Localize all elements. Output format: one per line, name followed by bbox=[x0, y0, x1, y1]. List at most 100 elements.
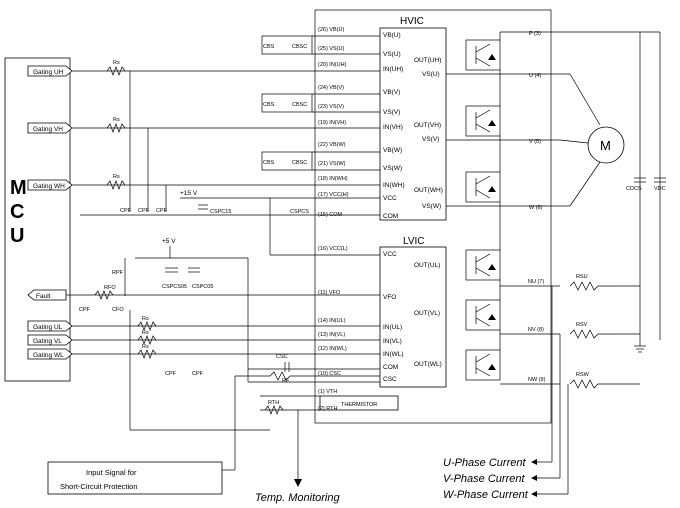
low-gate-wiring: Rs Rs Rs CPF CPF bbox=[72, 310, 380, 431]
svg-text:CBSC: CBSC bbox=[292, 102, 307, 108]
cspcs-label: CSPCS bbox=[290, 209, 309, 215]
module-right-pins: P (3) U (4) V (5) W (6) NU (7) NV (8) NW… bbox=[528, 31, 546, 383]
cpf-vh-label: CPF bbox=[138, 208, 150, 214]
svg-text:(26) VB(U): (26) VB(U) bbox=[318, 27, 344, 33]
csc-label: CSC bbox=[276, 354, 288, 360]
svg-text:(25) VS(U): (25) VS(U) bbox=[318, 46, 344, 52]
supply-15v: +15 V CSPC15 CSPCS bbox=[180, 190, 380, 256]
igbt-vl bbox=[465, 299, 501, 331]
svg-text:U (4): U (4) bbox=[529, 73, 541, 79]
hvic-title: HVIC bbox=[400, 16, 424, 27]
svg-text:OUT(WH): OUT(WH) bbox=[414, 187, 443, 194]
thermistor-wiring: RTH bbox=[260, 395, 320, 487]
igbt-switches bbox=[465, 39, 501, 381]
rs-vh-label: Rs bbox=[113, 117, 120, 123]
svg-text:CSC: CSC bbox=[383, 376, 397, 383]
v-phase-current-label: V-Phase Current bbox=[443, 473, 525, 485]
rth-label: RTH bbox=[268, 400, 279, 406]
svg-text:VS(U): VS(U) bbox=[383, 51, 401, 58]
svg-text:CBS: CBS bbox=[263, 102, 275, 108]
rsv-label: RSV bbox=[576, 322, 588, 328]
svg-text:Gating UL: Gating UL bbox=[33, 324, 63, 331]
svg-text:NV (8): NV (8) bbox=[528, 327, 544, 333]
gate-input-wiring: Rs Rs Rs CPF CPF CPF bbox=[72, 60, 380, 216]
svg-text:IN(VL): IN(VL) bbox=[383, 338, 402, 345]
svg-text:(14) IN(UL): (14) IN(UL) bbox=[318, 318, 346, 324]
plus15-label: +15 V bbox=[180, 190, 198, 197]
svg-text:COM: COM bbox=[383, 364, 398, 371]
svg-text:(11) VFO: (11) VFO bbox=[318, 290, 341, 296]
cspcs05-label: CSPCS05 bbox=[162, 284, 187, 290]
mcu-output-gating-vh: Gating VH bbox=[27, 122, 73, 134]
cdcs-label: CDCS bbox=[626, 186, 642, 192]
u-phase-current-label: U-Phase Current bbox=[443, 457, 526, 469]
bootstrap-capacitors: CBS CBSC CBS CBSC CBS CBSC bbox=[261, 35, 380, 171]
svg-text:VB(W): VB(W) bbox=[383, 147, 402, 154]
svg-text:(1) VTH: (1) VTH bbox=[318, 389, 337, 395]
svg-text:OUT(VH): OUT(VH) bbox=[414, 122, 441, 129]
cfo-label: CFO bbox=[112, 307, 124, 313]
lvic-title: LVIC bbox=[403, 236, 425, 247]
svg-text:(10) CSC: (10) CSC bbox=[318, 371, 341, 377]
svg-text:NW (9): NW (9) bbox=[528, 377, 546, 383]
dc-bus-capacitors: CDCS VDC bbox=[626, 177, 666, 192]
rs-wh-label: Rs bbox=[113, 174, 120, 180]
svg-text:CBSC: CBSC bbox=[292, 160, 307, 166]
mcu-input-fault: Fault bbox=[27, 289, 67, 301]
svg-text:OUT(VL): OUT(VL) bbox=[414, 310, 440, 317]
rpf-label: RPF bbox=[112, 270, 124, 276]
mcu-output-gating-wl: Gating WL bbox=[27, 348, 73, 360]
svg-text:CBS: CBS bbox=[263, 160, 275, 166]
rfo-label: RFO bbox=[104, 285, 116, 291]
thermistor: THERMISTOR bbox=[319, 395, 399, 411]
ipm-module-boundary bbox=[314, 9, 552, 424]
svg-text:(18) IN(WH): (18) IN(WH) bbox=[318, 176, 348, 182]
igbt-ul bbox=[465, 249, 501, 281]
svg-text:IN(UL): IN(UL) bbox=[383, 324, 402, 331]
svg-text:P (3): P (3) bbox=[529, 31, 541, 37]
svg-text:VS(V): VS(V) bbox=[383, 109, 400, 116]
svg-text:NU (7): NU (7) bbox=[528, 279, 544, 285]
svg-text:(21) VS(W): (21) VS(W) bbox=[318, 161, 346, 167]
igbt-wl bbox=[465, 349, 501, 381]
temp-monitoring-label: Temp. Monitoring bbox=[255, 492, 340, 504]
svg-text:VS(W): VS(W) bbox=[422, 203, 441, 210]
svg-text:Rs: Rs bbox=[142, 330, 149, 336]
mcu-letter-u: U bbox=[10, 225, 24, 247]
svg-text:VCC: VCC bbox=[383, 251, 397, 258]
cpf-uh-label: CPF bbox=[120, 208, 132, 214]
vdc-label: VDC bbox=[654, 186, 666, 192]
svg-text:OUT(UL): OUT(UL) bbox=[414, 262, 440, 269]
rsu-label: RSU bbox=[576, 274, 588, 280]
svg-text:CBSC: CBSC bbox=[292, 44, 307, 50]
rs-uh-label: Rs bbox=[113, 60, 120, 66]
svg-text:VCC: VCC bbox=[383, 195, 397, 202]
igbt-vh bbox=[465, 105, 501, 137]
svg-text:VS(U): VS(U) bbox=[422, 71, 440, 78]
svg-text:THERMISTOR: THERMISTOR bbox=[341, 402, 377, 408]
cspc15-label: CSPC15 bbox=[210, 209, 231, 215]
short-circuit-label-line2: Short-Circuit Protection bbox=[60, 482, 138, 491]
mcu-letter-c: C bbox=[10, 201, 24, 223]
short-circuit-label-line1: Input Signal for bbox=[86, 468, 137, 477]
svg-text:VS(W): VS(W) bbox=[383, 165, 402, 172]
igbt-uh bbox=[465, 39, 501, 71]
plus5-label: +5 V bbox=[162, 238, 176, 245]
svg-text:Fault: Fault bbox=[36, 293, 51, 300]
svg-text:OUT(UH): OUT(UH) bbox=[414, 57, 441, 64]
svg-text:(17) VCC(H): (17) VCC(H) bbox=[318, 192, 349, 198]
mcu-letter-m: M bbox=[10, 177, 27, 199]
rf-label: RF bbox=[282, 378, 290, 384]
hvic-block: HVIC VB(U) VS(U) IN(UH) VB(V) VS(V) IN(V… bbox=[379, 16, 447, 221]
module-left-pins: (26) VB(U) (25) VS(U) (20) IN(UH) (24) V… bbox=[318, 27, 349, 412]
cpf-wl-label: CPF bbox=[192, 371, 204, 377]
svg-text:(12) IN(WL): (12) IN(WL) bbox=[318, 346, 347, 352]
shunt-resistors: RSU RSV RSW bbox=[569, 274, 620, 389]
svg-text:Gating WL: Gating WL bbox=[33, 352, 64, 359]
svg-text:Gating VH: Gating VH bbox=[33, 126, 63, 133]
cpf-wh-label: CPF bbox=[156, 208, 168, 214]
svg-text:(16) VCC(L): (16) VCC(L) bbox=[318, 246, 348, 252]
svg-text:IN(WH): IN(WH) bbox=[383, 182, 405, 189]
svg-text:Rs: Rs bbox=[142, 316, 149, 322]
svg-text:Gating WH: Gating WH bbox=[33, 183, 65, 190]
